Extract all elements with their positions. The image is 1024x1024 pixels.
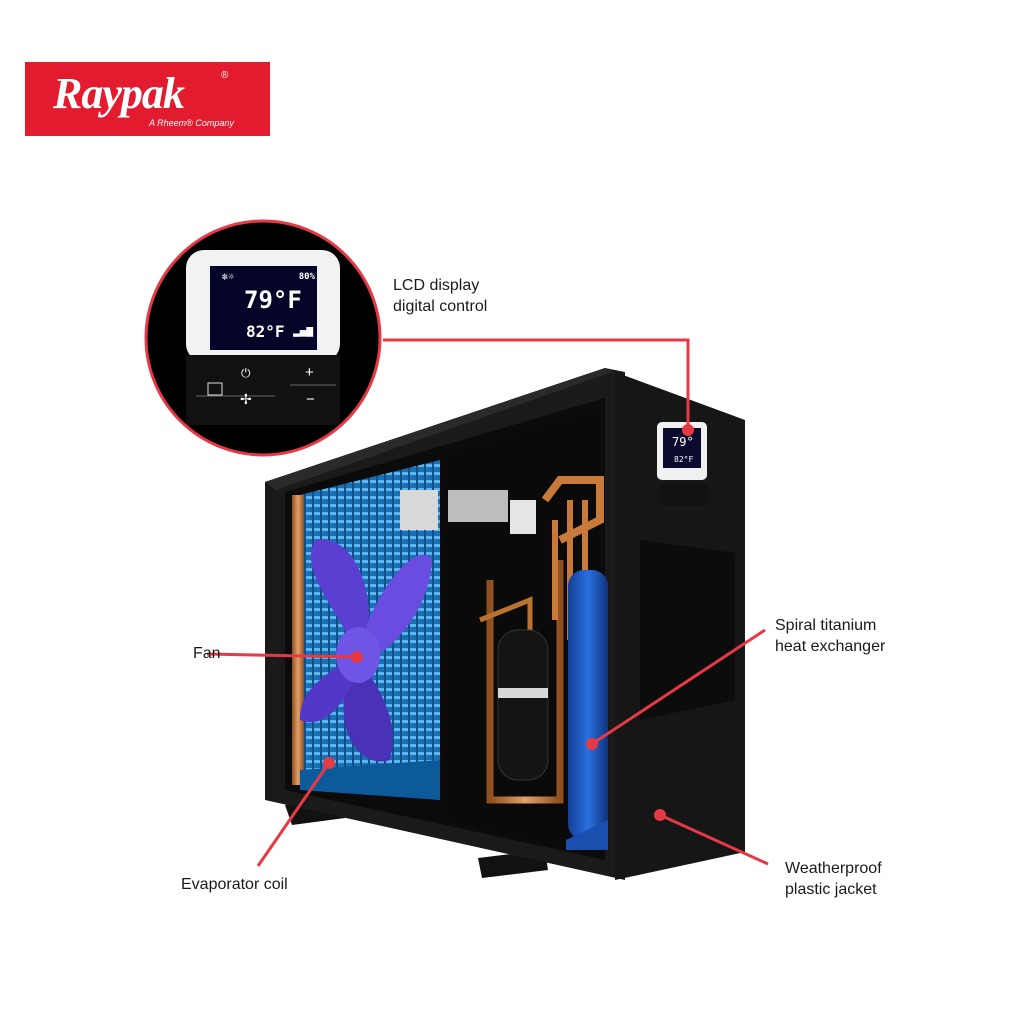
heat-exchanger-label-line1: Spiral titanium: [775, 617, 877, 634]
callout-dots: [323, 424, 694, 821]
signal-icon: ▂▄▆: [293, 324, 313, 337]
zoom-lcd-readout: 80% ❄☼ 79°F 82°F ▂▄▆: [220, 272, 315, 344]
jacket-label-line1: Weatherproof: [785, 860, 882, 877]
evaporator-label: Evaporator coil: [181, 874, 288, 895]
fan-blades: [300, 539, 432, 762]
lcd-label: LCD display digital control: [393, 275, 487, 317]
jacket-label-line2: plastic jacket: [785, 881, 877, 898]
registered-mark: ®: [221, 70, 229, 81]
fan-label-line1: Fan: [193, 645, 221, 662]
jacket-callout-line: [659, 813, 769, 866]
brand-name: Raypak: [53, 69, 185, 118]
callout-lines: [206, 338, 769, 867]
humidity-readout: 80%: [298, 272, 315, 282]
jacket-label: Weatherproof plastic jacket: [785, 858, 882, 900]
fan-mode-icon[interactable]: ✢: [240, 391, 252, 407]
evaporator-label-line1: Evaporator coil: [181, 876, 288, 893]
evaporator-callout-line: [256, 762, 331, 867]
side-jacket: 79° 82°F: [615, 372, 745, 880]
water-temperature: 82°F: [246, 322, 285, 341]
minus-button[interactable]: −: [306, 391, 315, 408]
plus-button[interactable]: +: [305, 364, 314, 381]
snowflake-icon: ❄☼: [222, 272, 235, 283]
fan-callout-line: [206, 652, 358, 659]
fan-label: Fan: [193, 643, 221, 664]
lcd-label-line2: digital control: [393, 298, 488, 315]
lcd-callout-line: [383, 338, 690, 430]
brand-logo: Raypak ® A Rheem® Company: [25, 62, 270, 136]
set-temperature: 79°F: [244, 286, 302, 314]
svg-text:82°F: 82°F: [674, 455, 693, 464]
lcd-zoom-inset: [144, 219, 382, 457]
brand-tagline: A Rheem® Company: [149, 118, 234, 128]
compressor-compartment: [400, 410, 608, 855]
heat-exchanger-label: Spiral titanium heat exchanger: [775, 615, 885, 657]
heat-exchanger-callout-line: [591, 628, 766, 746]
lcd-label-line1: LCD display: [393, 277, 480, 294]
heat-exchanger-label-line2: heat exchanger: [775, 638, 886, 655]
panel-temp-small: 79°: [672, 435, 694, 449]
power-icon[interactable]: ⏻: [241, 366, 251, 380]
